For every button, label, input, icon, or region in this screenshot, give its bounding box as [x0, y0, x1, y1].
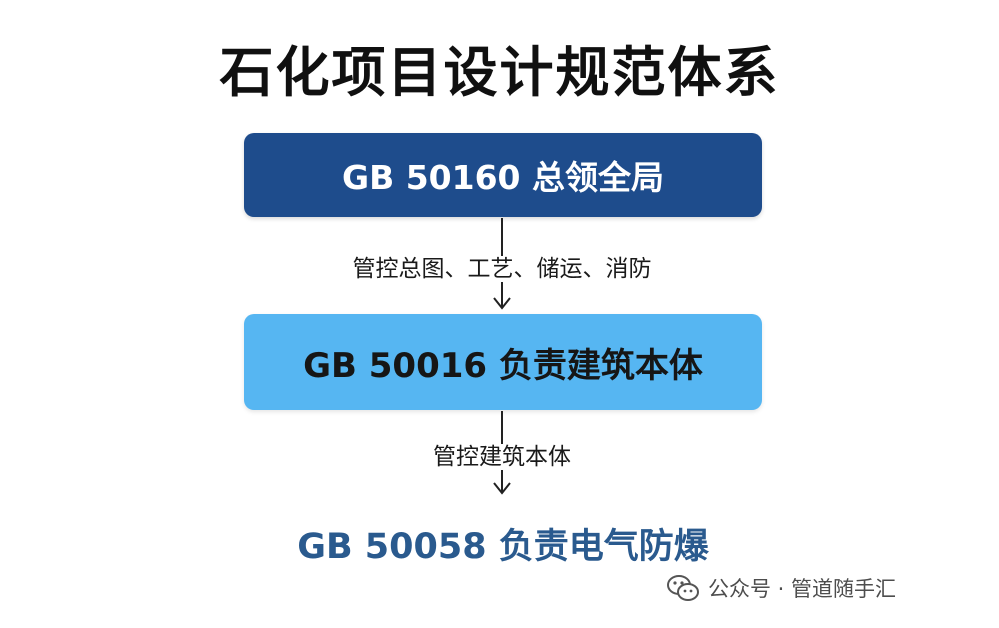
edge-label-1: 管控总图、工艺、储运、消防 [0, 249, 999, 283]
edge-label-2-text: 管控建筑本体 [425, 444, 579, 470]
page-title: 石化项目设计规范体系 [219, 41, 780, 104]
watermark-text: 公众号 · 管道随手汇 [708, 577, 897, 601]
node-gb50016: GB 50016 负责建筑本体 [244, 314, 762, 410]
node-gb50160-label: GB 50160 总领全局 [341, 158, 665, 197]
node-gb50016-label: GB 50016 负责建筑本体 [303, 345, 703, 386]
node-gb50058: GB 50058 负责电气防爆 [297, 527, 709, 567]
wechat-icon [667, 575, 699, 601]
node-gb50160: GB 50160 总领全局 [244, 133, 762, 217]
watermark: 公众号 · 管道随手汇 [666, 573, 896, 603]
edge-label-2: 管控建筑本体 [0, 437, 999, 471]
edge-label-1-text: 管控总图、工艺、储运、消防 [344, 256, 660, 282]
